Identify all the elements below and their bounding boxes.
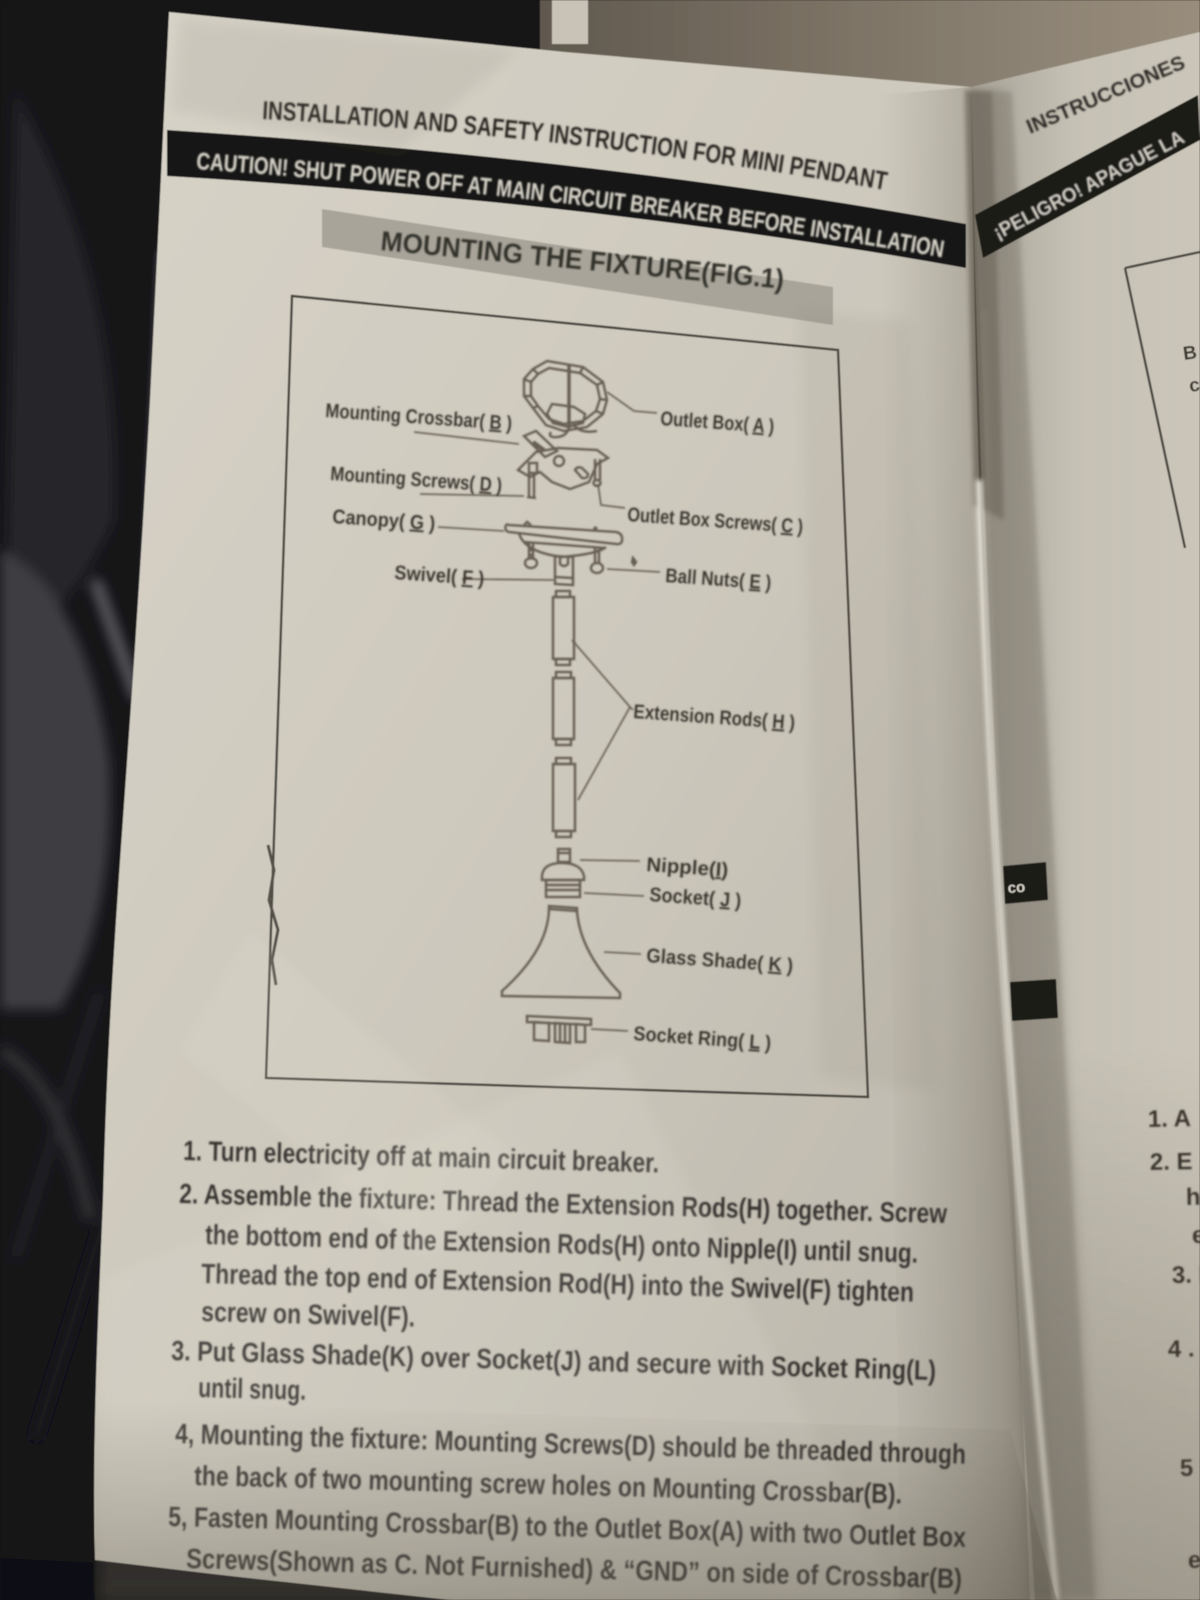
svg-text:co: co xyxy=(1007,879,1026,897)
svg-text:B: B xyxy=(1182,342,1199,365)
svg-text:c: c xyxy=(1188,375,1200,397)
